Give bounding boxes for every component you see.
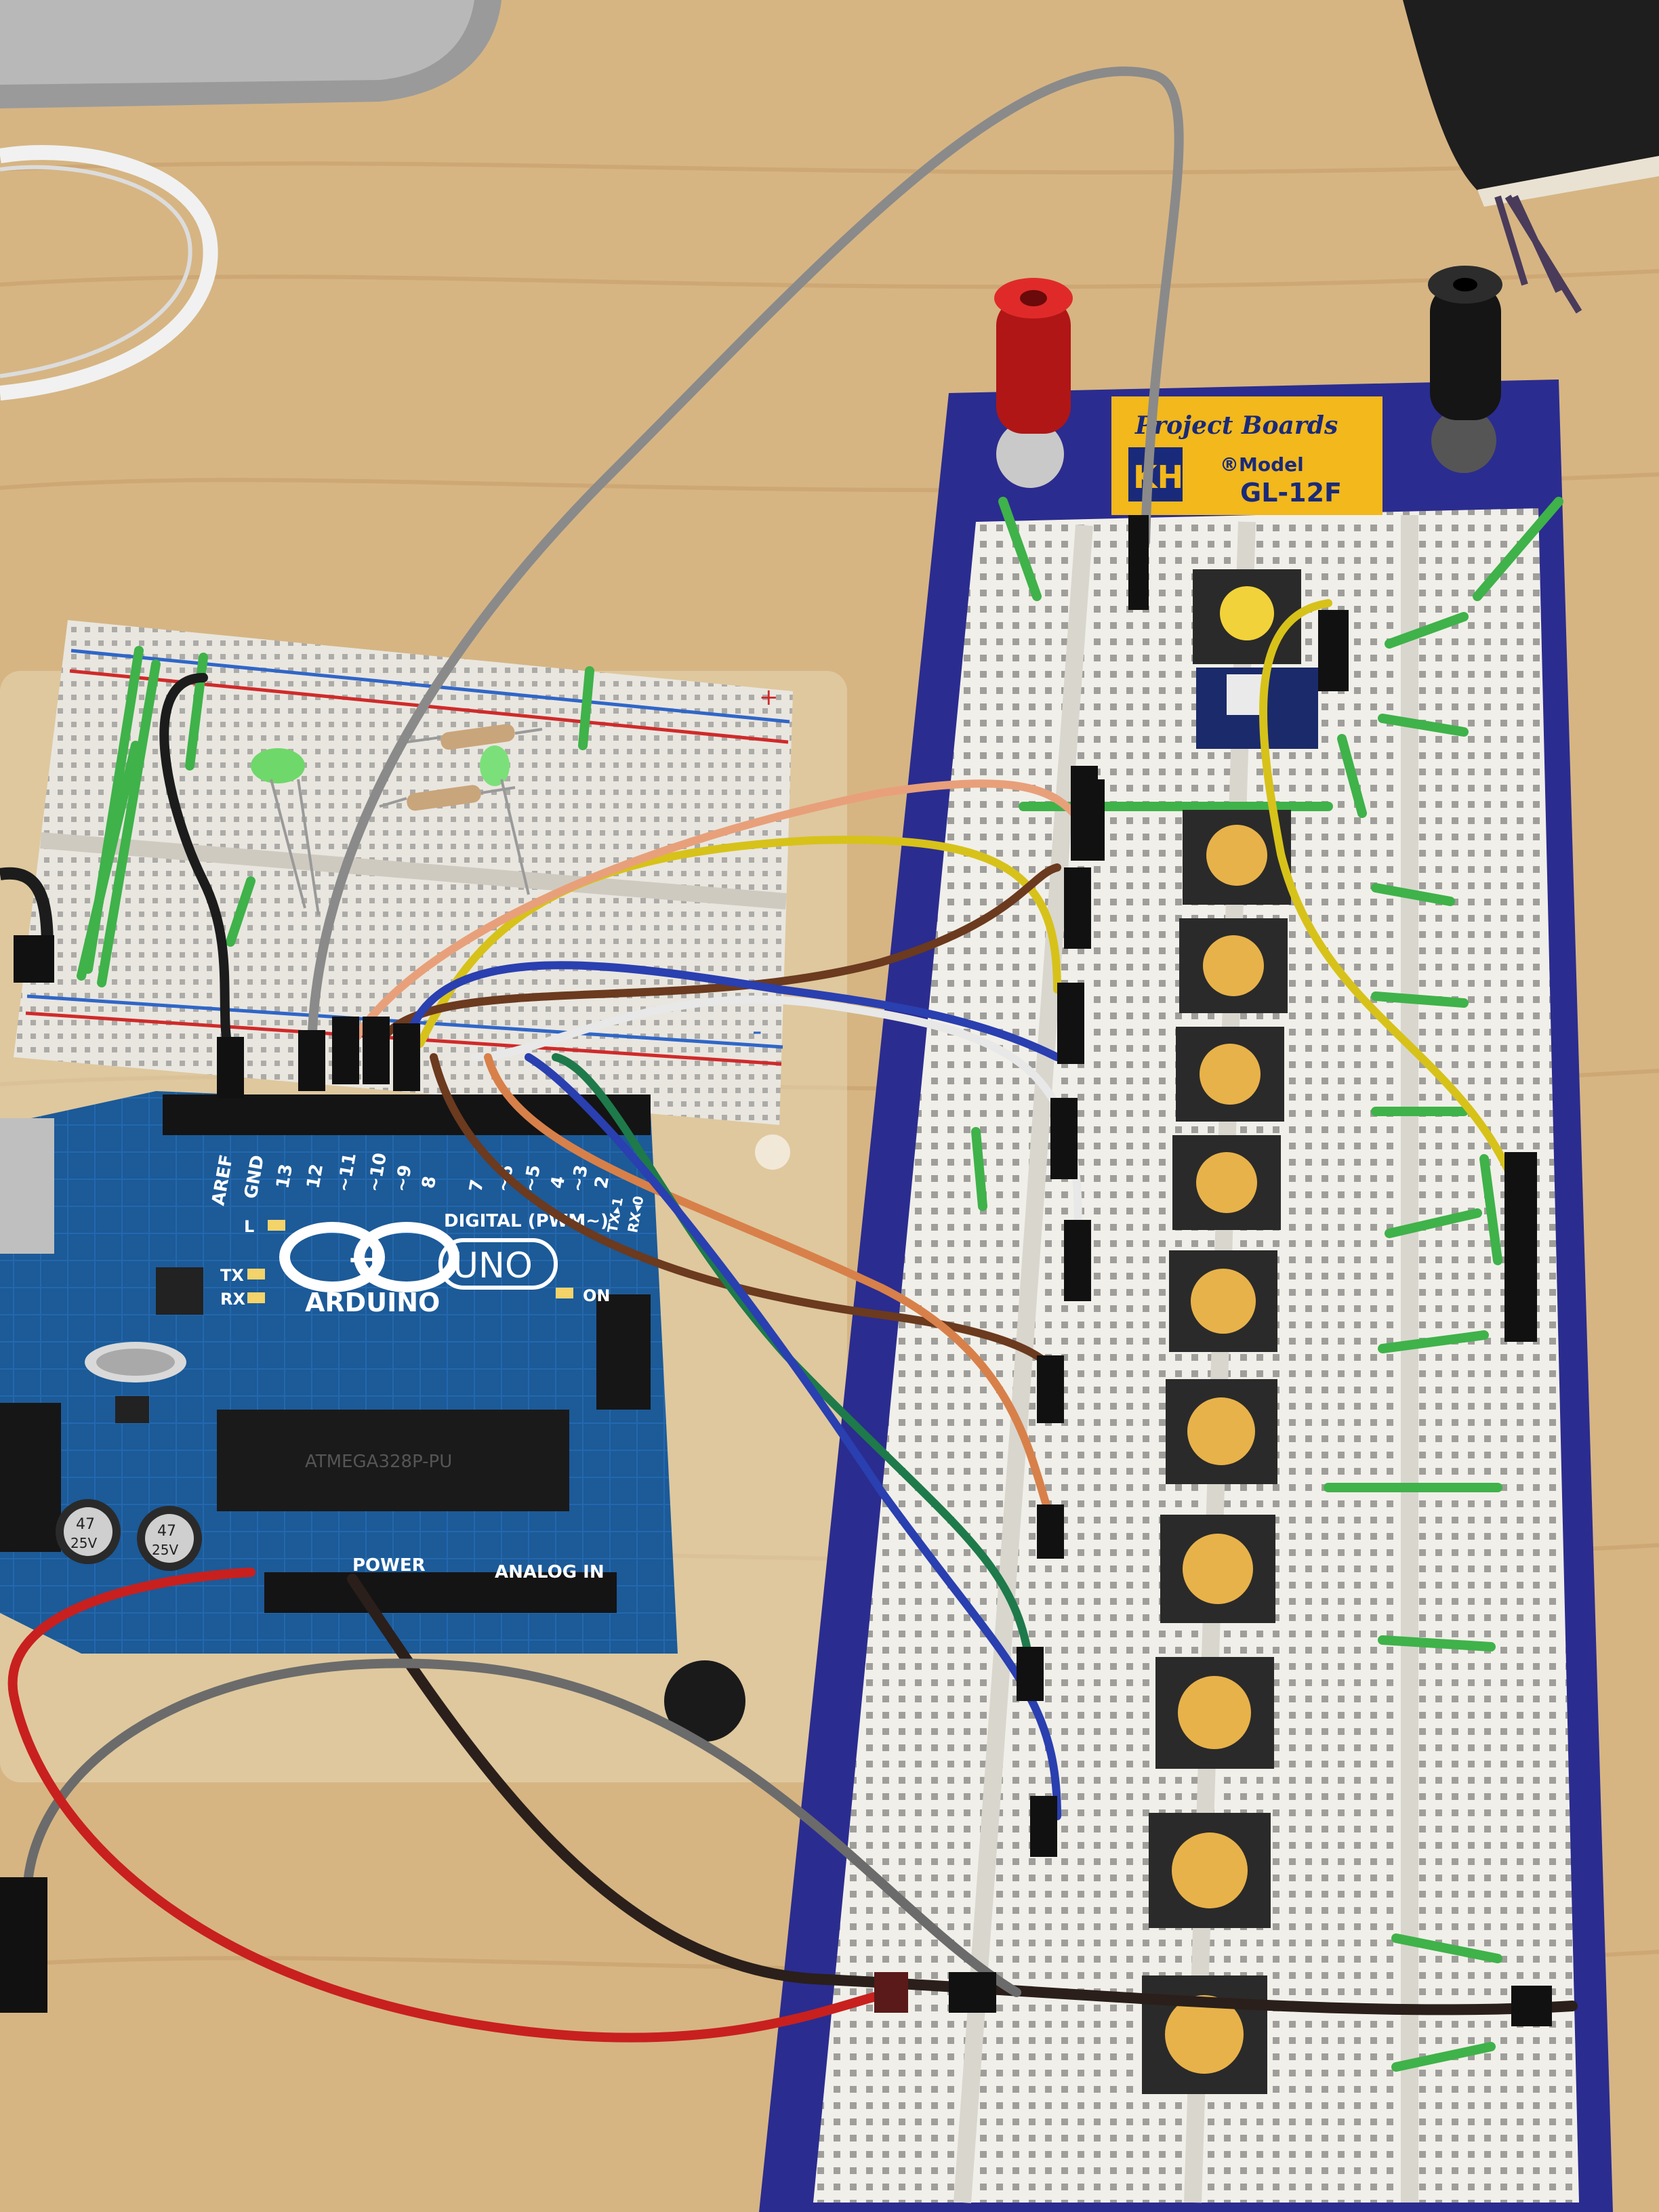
gray-wire bbox=[307, 66, 1184, 1062]
analog-header-label: ANALOG IN bbox=[495, 1562, 605, 1582]
peach-wire bbox=[348, 779, 1088, 1048]
orange-wire bbox=[484, 1053, 1054, 1522]
push-button bbox=[1169, 1250, 1277, 1352]
black-wire bbox=[159, 673, 235, 1062]
pin-label-8: 8 bbox=[418, 1174, 441, 1190]
svg-text:25V: 25V bbox=[152, 1542, 178, 1558]
push-button bbox=[1160, 1515, 1275, 1623]
bookmark-ribbon bbox=[1494, 194, 1582, 314]
notebook bbox=[1403, 0, 1659, 197]
arduino-brand: ARDUINO bbox=[305, 1288, 440, 1317]
arduino-uno: AREF GND 13 12 ~11 ~10 ~9 8 7 ~6 ~5 4 ~3… bbox=[0, 1091, 678, 1654]
project-board: Project Boards KH ®Model GL-12F bbox=[759, 266, 1613, 2212]
brown-wire-long bbox=[430, 1053, 1061, 1380]
led-label-l: L bbox=[244, 1217, 254, 1236]
push-button-column bbox=[1142, 810, 1291, 2094]
push-button bbox=[1172, 1135, 1281, 1230]
board-logo: KH bbox=[1133, 459, 1183, 495]
power-header-label: POWER bbox=[352, 1555, 426, 1576]
icsp-header bbox=[596, 1294, 651, 1410]
pin-label-7: 7 bbox=[466, 1178, 488, 1193]
pin-label-12: 12 bbox=[303, 1162, 327, 1190]
push-button bbox=[1179, 918, 1288, 1013]
black-binding-post bbox=[1428, 266, 1502, 473]
pin-label-4: 4 bbox=[547, 1174, 569, 1190]
pin-label-2: 2 bbox=[591, 1174, 613, 1190]
push-button bbox=[1176, 1027, 1284, 1122]
power-jack bbox=[0, 1403, 61, 1552]
yellow-wire-long bbox=[1259, 599, 1522, 1197]
small-breadboard: + - bbox=[0, 620, 793, 1125]
resistor-2 bbox=[407, 785, 481, 811]
rail-minus-label: - bbox=[752, 1016, 762, 1047]
led-right bbox=[480, 745, 510, 786]
blue-wire bbox=[403, 961, 1061, 1061]
connector-housings bbox=[0, 515, 1552, 2026]
arduino-logo: -+ bbox=[279, 1222, 459, 1292]
yellow-wire bbox=[416, 836, 1061, 1048]
digital-header bbox=[163, 1094, 651, 1135]
board-model-number: GL-12F bbox=[1240, 478, 1342, 508]
atmega-chip bbox=[217, 1410, 569, 1511]
led-label-on: ON bbox=[583, 1286, 611, 1305]
red-binding-post bbox=[994, 278, 1073, 488]
pin-label-9: ~9 bbox=[391, 1164, 415, 1193]
led-left bbox=[251, 748, 305, 783]
push-button bbox=[1149, 1813, 1271, 1928]
arduino-model: UNO bbox=[453, 1246, 533, 1286]
red-wire bbox=[7, 1568, 899, 2043]
power-header bbox=[264, 1572, 617, 1613]
jumper-wires bbox=[7, 66, 1578, 2043]
pin-label-13: 13 bbox=[272, 1162, 297, 1190]
board-model-label: ®Model bbox=[1220, 453, 1304, 476]
led-label-tx: TX bbox=[220, 1266, 244, 1285]
gray-wire-bottom bbox=[22, 1658, 1021, 1997]
usb-port bbox=[0, 1118, 54, 1254]
navy-wire bbox=[525, 1053, 1061, 1820]
push-button bbox=[1183, 810, 1291, 905]
push-button bbox=[1166, 1379, 1277, 1484]
svg-text:25V: 25V bbox=[70, 1535, 97, 1551]
push-button bbox=[1142, 1975, 1267, 2094]
led-label-rx: RX bbox=[220, 1290, 245, 1309]
pin-label-3: ~3 bbox=[567, 1164, 592, 1193]
capacitor-left: 47 25V bbox=[56, 1499, 121, 1564]
push-button bbox=[1155, 1657, 1274, 1769]
usb-cable bbox=[0, 145, 218, 401]
black-wire-bottom bbox=[347, 1574, 1578, 2015]
svg-text:47: 47 bbox=[76, 1516, 95, 1533]
rail-plus-label: + bbox=[759, 684, 779, 711]
svg-text:47: 47 bbox=[157, 1523, 176, 1540]
brown-wire bbox=[375, 863, 1061, 1048]
arduino-logo-symbol: -+ bbox=[349, 1242, 386, 1276]
board-brand: Project Boards bbox=[1134, 411, 1338, 440]
capacitor-right: 47 25V bbox=[137, 1506, 202, 1571]
chip-text: ATMEGA328P-PU bbox=[305, 1452, 452, 1472]
resistor-1 bbox=[441, 724, 515, 750]
